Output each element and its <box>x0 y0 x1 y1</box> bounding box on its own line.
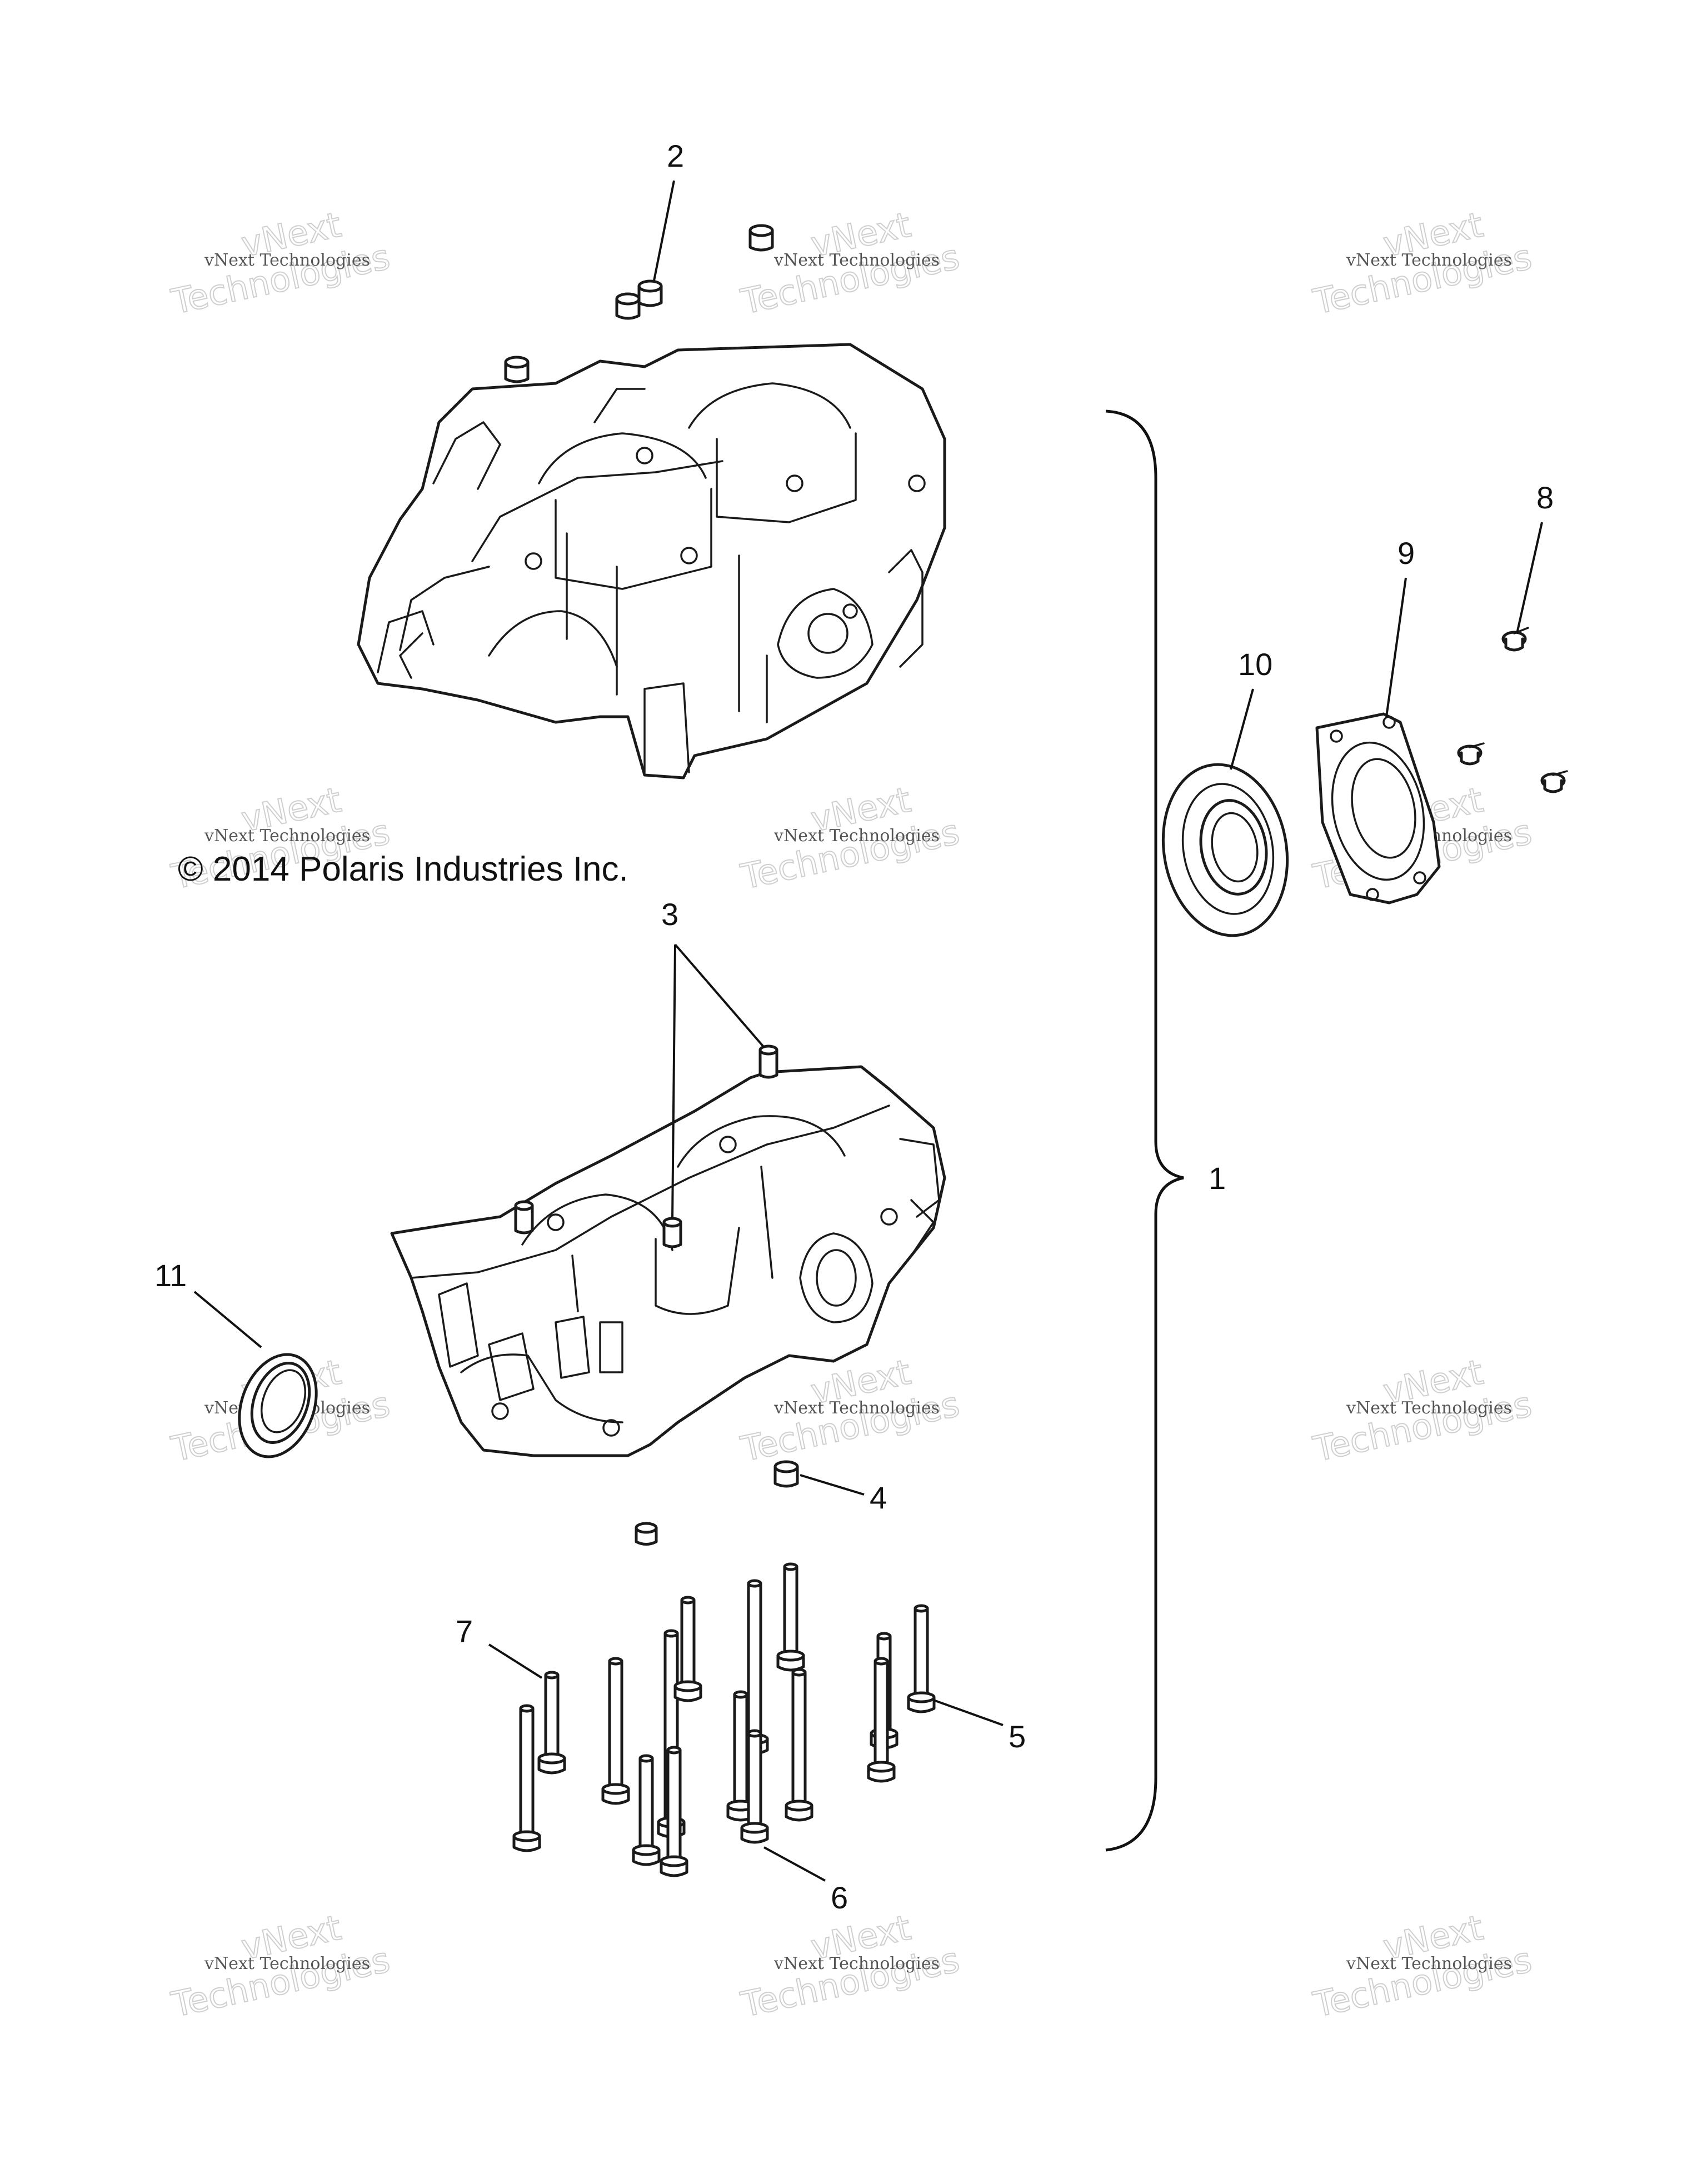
callout-8: 8 <box>1536 480 1554 515</box>
upper-crankcase-half <box>357 343 946 779</box>
watermark-small-text: vNext Technologies <box>204 826 370 846</box>
lower-crankcase-half <box>390 1065 946 1457</box>
bolt <box>537 1671 566 1775</box>
bolt <box>740 1729 769 1844</box>
watermark-small-text: vNext Technologies <box>204 251 370 270</box>
leader-11 <box>193 1291 262 1348</box>
leader-3b <box>671 944 676 1220</box>
leader-7 <box>488 1643 543 1679</box>
cover-screw <box>1457 742 1485 766</box>
stud-pin <box>758 1044 778 1079</box>
watermark-bottom-right: Technologies vNext vNext Technologies <box>1309 1907 1536 2026</box>
stud-pin <box>662 1217 682 1248</box>
leader-5 <box>933 1699 1004 1726</box>
callout-6: 6 <box>831 1880 848 1915</box>
dowel-pin <box>748 224 774 252</box>
watermark-mid-center: Technologies vNext vNext Technologies <box>737 779 964 898</box>
cover-screw <box>1501 627 1529 652</box>
bolt <box>776 1562 805 1672</box>
watermark-low-center: Technologies vNext vNext Technologies <box>737 1351 964 1470</box>
dowel-pins-upper <box>504 224 774 383</box>
watermark-bottom-left: Technologies vNext vNext Technologies <box>167 1907 394 2026</box>
bolt <box>907 1604 936 1713</box>
callout-9: 9 <box>1397 536 1415 571</box>
watermark-small-text: vNext Technologies <box>773 251 940 270</box>
watermark-low-right: Technologies vNext vNext Technologies <box>1309 1351 1536 1470</box>
watermark-small-text: vNext Technologies <box>204 1954 370 1973</box>
watermark-top-center: Technologies vNext vNext Technologies <box>737 204 964 323</box>
end-cover-plate <box>1315 712 1441 904</box>
copyright-text: © 2014 Polaris Industries Inc. <box>178 850 628 888</box>
callout-5: 5 <box>1009 1719 1026 1754</box>
watermark-top-left: Technologies vNext vNext Technologies <box>167 204 394 323</box>
callout-10: 10 <box>1238 647 1272 682</box>
crankshaft-seal-left <box>238 1353 318 1458</box>
callout-3: 3 <box>661 897 678 932</box>
leader-3a <box>674 943 765 1048</box>
dowel-pin <box>773 1460 799 1488</box>
leader-4 <box>800 1474 865 1496</box>
leader-9 <box>1385 577 1407 717</box>
bolt <box>601 1657 630 1805</box>
watermark-small-text: vNext Technologies <box>1346 251 1512 270</box>
bolt <box>512 1704 541 1852</box>
crankshaft-seal-right <box>1161 763 1289 937</box>
callout-7: 7 <box>456 1613 473 1648</box>
dowel-pin <box>635 1522 658 1546</box>
watermark-top-right: Technologies vNext vNext Technologies <box>1309 204 1536 323</box>
dowel-pin <box>615 292 641 320</box>
watermark-bottom-center: Technologies vNext vNext Technologies <box>737 1907 964 2026</box>
bolt <box>867 1657 896 1783</box>
watermark-small-text: vNext Technologies <box>773 1954 940 1973</box>
stud-pin <box>514 1200 534 1235</box>
cover-screw <box>1540 770 1568 793</box>
watermark-small-text: vNext Technologies <box>1346 1398 1512 1418</box>
callout-11: 11 <box>154 1258 187 1293</box>
leader-2 <box>653 180 675 281</box>
callout-labels: 1 2 3 4 5 6 7 8 9 10 11 <box>154 138 1554 1915</box>
callout-1: 1 <box>1209 1161 1226 1196</box>
leader-lines <box>193 180 1543 1882</box>
bolt <box>632 1754 661 1866</box>
watermark-small-text: vNext Technologies <box>1346 1954 1512 1973</box>
callout-4: 4 <box>870 1480 887 1515</box>
crankcase-bolts <box>512 1562 936 1877</box>
watermark-small-text: vNext Technologies <box>773 1398 940 1418</box>
leader-6 <box>763 1846 826 1882</box>
dowel-pin <box>637 279 663 307</box>
callout-2: 2 <box>667 138 684 173</box>
watermark-small-text: vNext Technologies <box>773 826 940 846</box>
assembly-bracket <box>1105 409 1184 1852</box>
bolt <box>673 1596 702 1702</box>
bolt <box>785 1668 813 1822</box>
dowel-pin <box>504 356 530 383</box>
leader-10 <box>1230 688 1254 770</box>
bolt <box>660 1746 688 1877</box>
leader-8 <box>1516 522 1543 634</box>
